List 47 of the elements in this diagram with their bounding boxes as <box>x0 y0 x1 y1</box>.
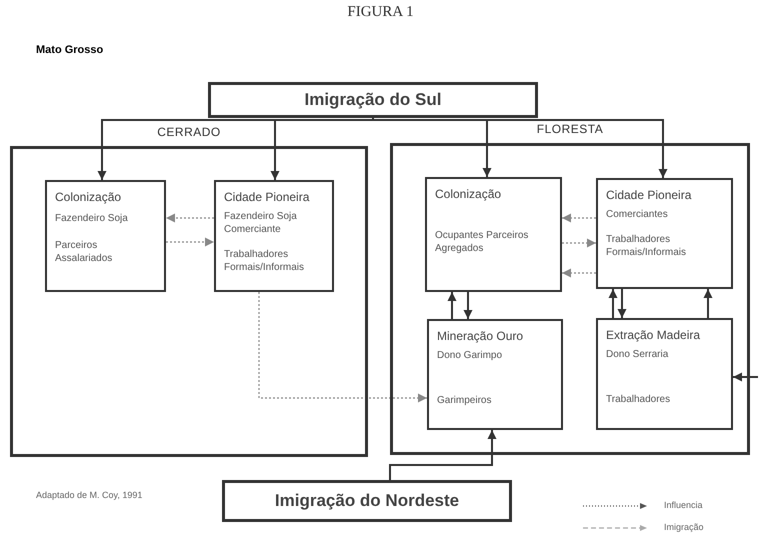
box-text: Trabalhadores <box>606 393 672 406</box>
arrow <box>258 292 427 402</box>
arrow <box>464 292 472 319</box>
arrow <box>733 372 758 382</box>
box-title: Mineração Ouro <box>437 329 524 343</box>
process-box <box>425 177 562 292</box>
box-text: Garimpeiros <box>437 394 492 407</box>
box-text: Trabalhadores Formais/Informais <box>606 233 688 259</box>
box-text: Fazendeiro Soja <box>55 212 129 225</box>
box-text: Trabalhadores Formais/Informais <box>224 248 306 274</box>
process-box <box>427 319 563 430</box>
box-title: Imigração do Sul <box>304 90 442 110</box>
source-note: Adaptado de M. Coy, 1991 <box>36 490 142 500</box>
region-label: Mato Grosso <box>36 44 104 56</box>
arrow <box>562 268 596 278</box>
process-box <box>45 180 166 292</box>
arrow <box>608 289 618 318</box>
box-text: Ocupantes Parceiros Agregados <box>435 229 530 255</box>
process-box <box>596 318 733 430</box>
arrow <box>166 238 214 246</box>
box-title: Extração Madeira <box>606 328 702 342</box>
box-text: Parceiros Assalariados <box>55 239 114 265</box>
arrow <box>562 214 596 222</box>
box-text: Dono Serraria <box>606 348 670 361</box>
region-heading: FLORESTA <box>536 122 604 136</box>
box-title: Colonização <box>55 190 122 204</box>
box-title: Colonização <box>435 187 502 201</box>
figure-title: FIGURA 1 <box>346 4 415 21</box>
box-title: Cidade Pioneira <box>606 188 692 202</box>
process-box <box>214 180 334 292</box>
process-box <box>208 82 538 118</box>
legend-label: Imigração <box>664 522 704 532</box>
arrow <box>562 238 596 248</box>
legend-label: Influencia <box>664 500 703 510</box>
arrow <box>704 289 712 318</box>
process-box <box>596 178 733 289</box>
arrow <box>166 214 214 222</box>
box-title: Imigração do Nordeste <box>274 491 460 511</box>
box-text: Comerciantes <box>606 208 669 221</box>
process-box <box>222 480 512 522</box>
region-heading: CERRADO <box>156 125 222 139</box>
arrow <box>618 289 626 318</box>
arrow <box>389 430 496 480</box>
box-text: Dono Garimpo <box>437 349 504 362</box>
arrow <box>448 292 456 319</box>
box-text: Fazendeiro Soja Comerciante <box>224 210 298 236</box>
box-title: Cidade Pioneira <box>224 190 310 204</box>
